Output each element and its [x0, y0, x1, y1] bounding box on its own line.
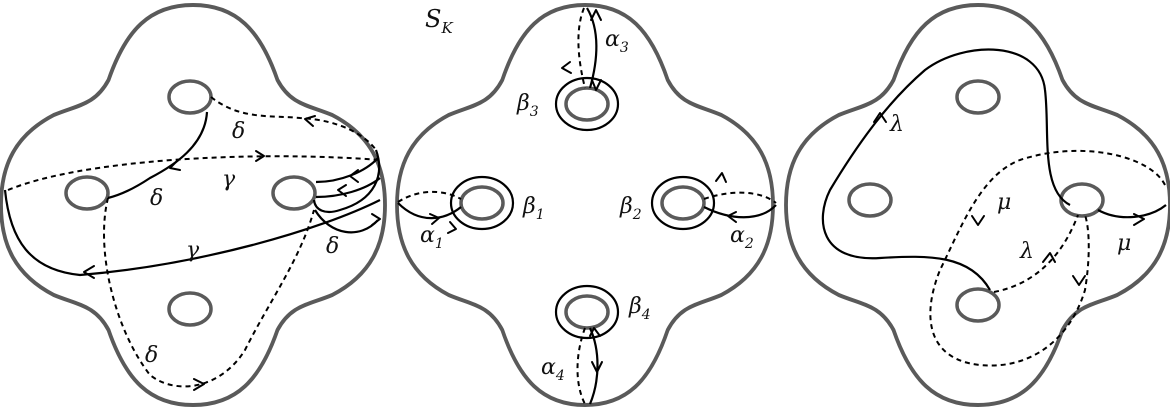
alpha2-solid — [703, 204, 777, 219]
delta-solid-right-upper — [315, 157, 379, 184]
alpha3-arrow — [590, 9, 602, 21]
label-beta4: β4 — [628, 294, 651, 323]
hole-left-left — [64, 175, 110, 211]
delta-solid-right-lower — [314, 209, 379, 234]
beta3-arrow — [561, 61, 572, 74]
lambda-solid-curve — [821, 48, 1071, 291]
alpha2-dashed — [703, 191, 777, 204]
lambda-dashed-curve — [993, 214, 1079, 293]
delta-arrow-2 — [304, 115, 316, 127]
label-alpha2: α2 — [730, 223, 754, 252]
delta-right-arrow-c — [371, 213, 381, 226]
beta2-arrow — [715, 172, 727, 183]
hole-bottom-middle — [564, 294, 610, 330]
surface-outline-middle — [395, 3, 775, 407]
hole-top-right — [955, 79, 1001, 115]
beta4-ring — [554, 284, 620, 340]
left-panel: δ δ γ γ δ δ — [0, 3, 387, 407]
hole-bottom-right — [955, 287, 1001, 323]
label-beta2: β2 — [619, 194, 642, 223]
delta-solid-right-mid — [315, 177, 381, 199]
lambda-arrow — [873, 112, 887, 123]
label-gamma-front: γ — [186, 238, 200, 263]
beta3-arrow-b — [591, 79, 602, 91]
surface-outline-left — [0, 3, 387, 407]
hole-left-middle — [459, 185, 505, 221]
gamma-front-arrow — [83, 265, 95, 279]
hole-top-middle — [564, 86, 610, 122]
alpha3-dashed — [577, 7, 586, 89]
label-lambda-back: λ — [1019, 239, 1034, 264]
middle-panel: SK α3 β3 β1 α1 β2 α2 β4 — [395, 3, 777, 407]
beta1-ring — [449, 175, 515, 231]
delta-solid-right — [312, 149, 381, 214]
mu-back-arrow-b — [1072, 275, 1086, 286]
beta1-arrow — [447, 221, 457, 234]
label-alpha3: α3 — [605, 27, 629, 56]
alpha4-solid — [588, 327, 599, 405]
delta-bottom-arrow — [193, 378, 205, 391]
mu-back-arrow — [971, 215, 985, 226]
mu-dashed-curve — [929, 149, 1166, 367]
hole-top-left — [167, 79, 213, 115]
alpha4-arrow — [591, 361, 603, 373]
alpha1-solid — [397, 202, 462, 220]
hole-bottom-left — [167, 291, 213, 327]
delta-dashed-bottom — [103, 197, 315, 388]
surface-label: SK — [425, 5, 453, 37]
label-delta-top: δ — [232, 119, 245, 144]
mu-solid-curve — [1097, 204, 1167, 219]
surface-outline-right — [784, 3, 1170, 407]
label-beta1: β1 — [522, 194, 545, 223]
gamma-front-curve — [3, 189, 381, 277]
delta-solid-top — [107, 111, 209, 200]
gamma-back-arrow — [255, 150, 265, 162]
delta-dashed-top — [210, 96, 377, 151]
gamma-back-curve — [7, 155, 381, 191]
hole-right-left — [271, 175, 317, 211]
alpha1-arrow — [429, 213, 440, 225]
delta-right-arrow-b — [337, 184, 347, 197]
hole-left-right — [847, 182, 893, 218]
lambda-back-arrow — [1042, 252, 1056, 263]
mu-front-arrow — [1133, 213, 1145, 226]
beta3-ring — [554, 76, 620, 132]
alpha2-arrow — [727, 211, 737, 223]
label-delta-left: δ — [150, 186, 163, 211]
label-alpha4: α4 — [541, 355, 565, 384]
hole-right-right — [1059, 182, 1105, 218]
label-alpha1: α1 — [420, 223, 444, 252]
beta2-ring — [650, 175, 716, 231]
hole-right-middle — [660, 185, 706, 221]
beta4-arrow — [589, 327, 601, 337]
label-mu-front: μ — [1117, 231, 1131, 256]
right-panel: λ μ λ μ — [784, 3, 1170, 407]
label-lambda-top: λ — [889, 112, 904, 137]
label-gamma-back: γ — [222, 167, 236, 192]
label-delta-bottom: δ — [145, 343, 158, 368]
alpha4-dashed — [576, 327, 586, 405]
delta-right-arrow-a — [349, 169, 359, 183]
delta-arrow-1 — [169, 159, 181, 171]
label-beta3: β3 — [516, 91, 539, 120]
label-delta-right: δ — [326, 234, 339, 259]
label-mu-back: μ — [997, 190, 1011, 215]
